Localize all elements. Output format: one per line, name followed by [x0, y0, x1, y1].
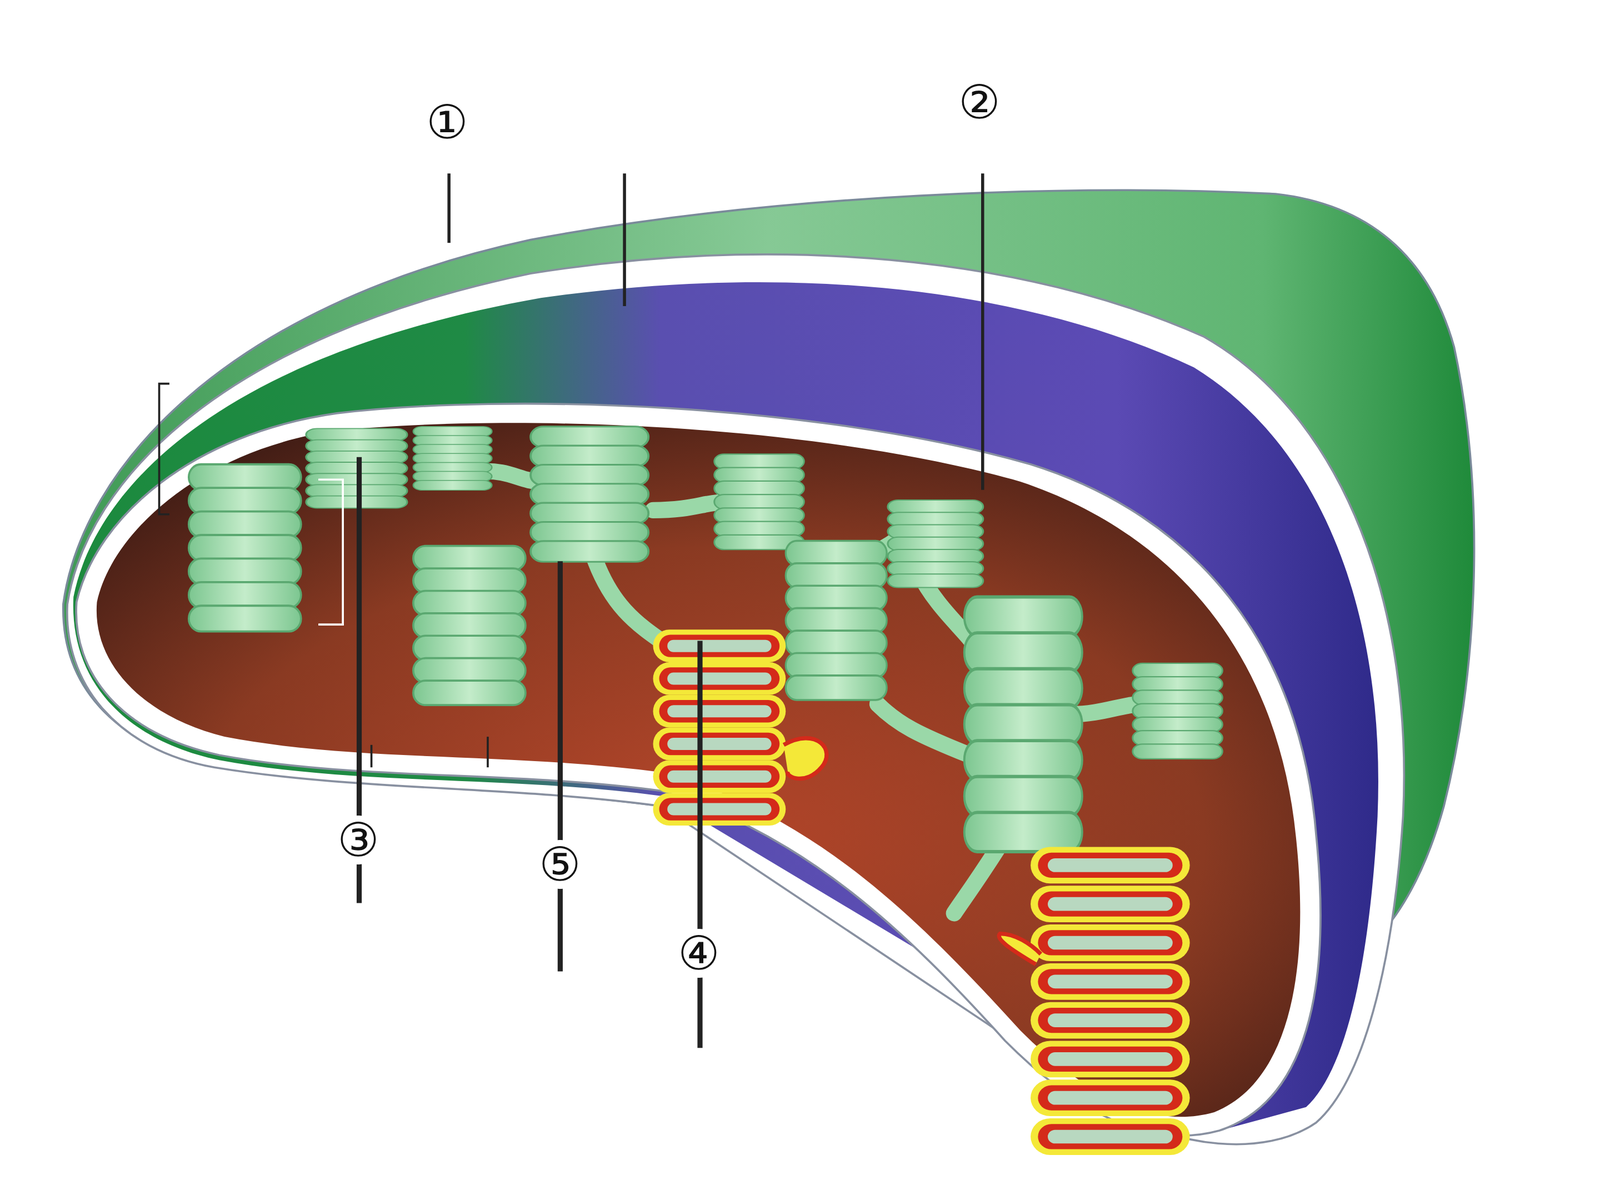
- callout-number: ②: [956, 77, 1003, 127]
- callout-number: ①: [423, 97, 470, 147]
- callout-number: ④: [675, 928, 722, 978]
- callout-number: ③: [335, 815, 382, 865]
- callout-number: ⑤: [536, 840, 583, 889]
- leader-lines: [359, 173, 983, 1048]
